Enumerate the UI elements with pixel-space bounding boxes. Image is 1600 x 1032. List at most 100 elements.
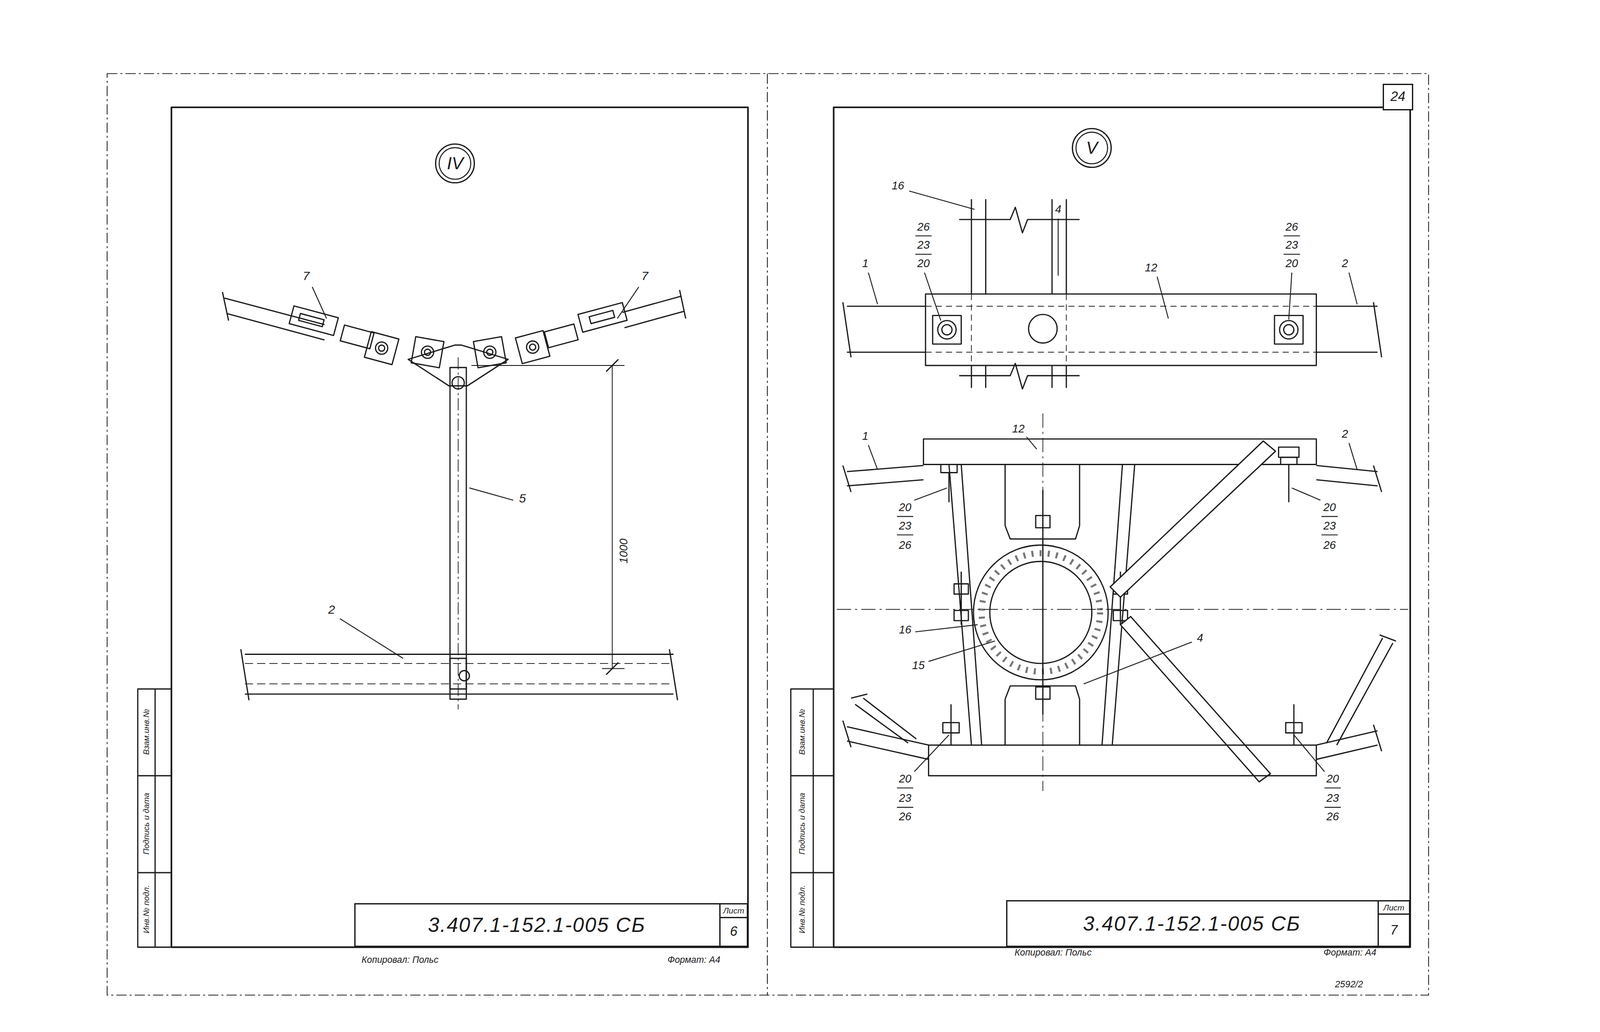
note-text: 2592/2 [1334,979,1364,989]
callout-number: 26 [1325,810,1340,822]
callout-number: 26 [897,539,913,551]
truss-node-v-section [1120,616,1271,782]
stamp-column [137,775,172,777]
sheet-text: 7 [1378,914,1409,946]
truss-node-v-plan [842,199,1382,390]
truss-node-v-section [1316,465,1382,493]
marker-text: IV [447,154,464,172]
note-text: Копировал: Польс [1013,948,1093,958]
callout-number: 23 [897,792,913,804]
leader-line [897,516,914,518]
truss-node-iv [244,653,674,694]
note-text: Копировал: Польс [360,955,440,965]
truss-node-v-section [954,584,969,595]
truss-node-iv [486,349,493,356]
stamp-text: Инв.№ подл. [142,884,151,935]
note-text: Формат: А4 [1322,948,1378,958]
truss-node-iv [222,292,325,341]
truss-node-iv [375,341,388,355]
stamp-column [812,688,814,947]
truss-node-iv [340,325,375,349]
view-marker: IV [434,142,476,184]
callout-number: 23 [916,239,931,251]
callout-number: 20 [1284,257,1299,269]
callout-number: 20 [1325,772,1340,785]
leader-line [868,191,1357,321]
callout-number: 20 [916,257,931,269]
truss-node-v-section [1316,724,1382,760]
callout-number: 12 [1143,261,1159,274]
leader-line [909,191,975,210]
leader-line [915,253,932,255]
truss-node-v-section [1042,413,1044,791]
truss-node-v-section [973,544,1109,680]
truss-node-iv [589,310,615,324]
stamp-text: Взам.инв.№ [142,707,151,756]
stamp-column [137,872,172,874]
leader-line [1321,534,1338,536]
sheet-frame [833,107,1411,948]
truss-node-v-plan [971,199,1067,295]
callout-number: 2 [327,602,336,616]
truss-node-v-plan [932,315,962,345]
page-number: 24 [1382,83,1414,111]
truss-node-iv [606,359,619,675]
sheet-cell: Лист6 [719,904,747,946]
truss-node-v-plan [842,302,1382,358]
truss-node-iv [450,658,467,689]
leader-line [312,286,327,319]
truss-node-v-section [1288,464,1290,502]
callout-number: 4 [1195,632,1205,644]
title-block: 3.407.1-152.1-005 СБЛист6 [354,903,749,947]
sheet-text: Лист [720,904,747,919]
callout-number: 26 [1284,220,1299,232]
leader-line [914,734,950,772]
callout-number: 26 [1322,539,1337,551]
leader-line [1291,487,1321,501]
sheet-frame [107,73,1429,995]
truss-node-v-plan [1274,315,1304,345]
stamp-column [154,688,156,947]
truss-node-iv [452,376,465,390]
leader-line [339,618,403,659]
leader-line [312,286,639,659]
marker-text: 24 [1390,90,1406,104]
truss-node-v-section [928,745,1317,776]
stamp-column [790,872,834,874]
truss-node-iv [288,305,338,336]
leader-line [924,272,941,321]
truss-node-iv [298,313,324,327]
truss-node-v-section [1280,457,1297,465]
stamp-text: Взам.инв.№ [797,707,807,756]
truss-node-v-section [1278,447,1299,458]
leader-line [1293,734,1325,772]
callout-number: 2 [1341,428,1350,440]
truss-node-iv [244,663,674,685]
leader-line [617,286,639,319]
leader-line [1283,235,1300,237]
truss-node-iv [457,357,459,710]
callout-number: 23 [1284,239,1299,251]
callout-number: 26 [897,810,913,822]
note-text: Формат: А4 [666,955,721,965]
truss-node-v-plan [1283,324,1294,335]
leader-line [1321,516,1338,518]
callout-number: 2 [1341,257,1350,269]
truss-node-v-plan [925,294,1317,366]
truss-node-iv [411,336,445,368]
truss-node-iv [529,343,536,350]
stamp-column [790,775,834,777]
callout-number: 1 [861,257,870,269]
leader-line [1324,787,1341,789]
callout-number: 20 [1322,501,1337,513]
callout-number: 20 [897,501,913,513]
leader-line [868,436,1357,808]
leader-line [1083,641,1193,684]
sheet-frame [107,73,1429,995]
callout-number: 26 [916,220,931,232]
drawing [107,73,1429,995]
truss-node-iv [622,289,686,328]
leader-line [1288,272,1292,320]
